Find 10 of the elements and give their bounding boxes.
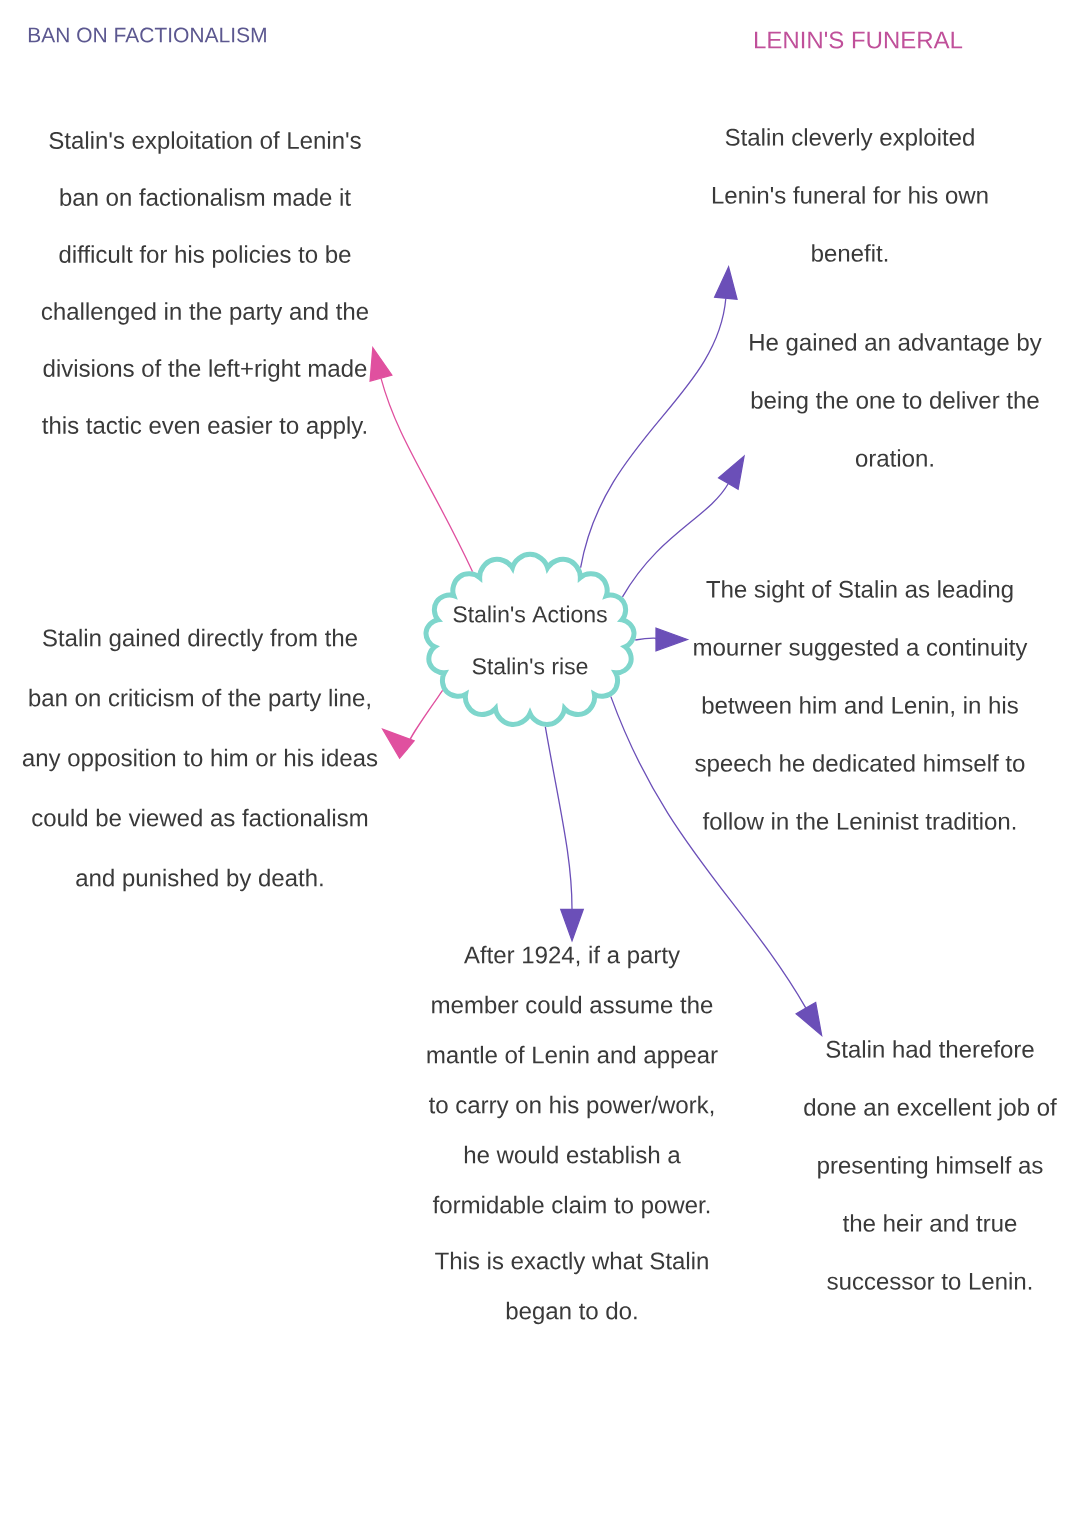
note-text: Stalin gained directly from the ban on criticism of the party line, any opposition to him or his ideas could be viewed as factionalism and punished by death. bbox=[22, 628, 378, 892]
note-text: The sight of Stalin as leading mourner suggested a continuity between him and Lenin, in his speech he dedicated himself to follow in the Leninist tradition. bbox=[694, 580, 1028, 830]
heading: LENIN'S FUNERAL bbox=[755, 31, 963, 49]
note-text: He gained an advantage by being the one to deliver the oration. bbox=[750, 333, 1042, 467]
note-text: Stalin cleverly exploited Lenin's funeral for his own benefit. bbox=[712, 128, 988, 262]
thought-cloud: Stalin's Actions Stalin's rise bbox=[423, 551, 637, 727]
note-text: Stalin had therefore done an excellent job of presenting himself as the heir and true successor to Lenin. bbox=[804, 1040, 1057, 1290]
note-text: After 1924, if a party member could assume the mantle of Lenin and appear to carry on his power/work, he would establish a formidable claim to power. This is exactly what Stalin began to do. bbox=[427, 945, 718, 1325]
heading: BAN ON FACTIONALISM bbox=[28, 27, 266, 43]
note-text: Stalin's exploitation of Lenin's ban on factionalism made it difficult for his policies to be challenged in the party and the divisions of the left+right made this tactic even easier to apply. bbox=[41, 131, 368, 439]
